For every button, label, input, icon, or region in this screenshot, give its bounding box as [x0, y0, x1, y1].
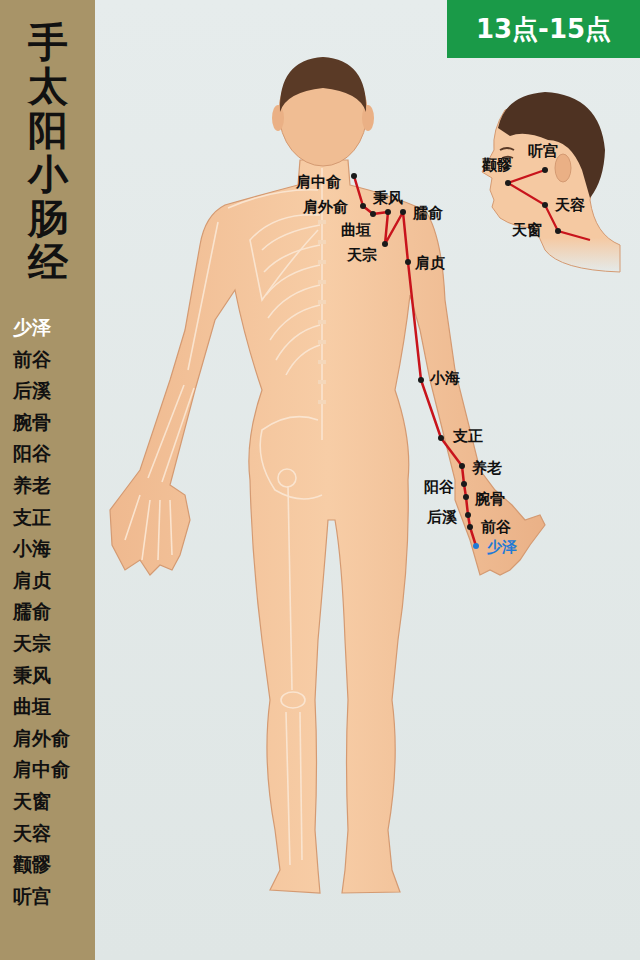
acupoint-label: 腕骨	[475, 491, 505, 508]
point-list-item: 腕骨	[13, 412, 51, 434]
point-list-item: 秉风	[13, 665, 51, 687]
time-badge: 13点-15点	[447, 0, 640, 58]
head-inset	[482, 92, 620, 272]
point-list-item: 天宗	[13, 633, 51, 655]
side-band	[0, 0, 95, 960]
acupoint-label: 前谷	[481, 519, 511, 536]
acupoint-label: 后溪	[427, 509, 457, 526]
skeleton	[125, 168, 322, 865]
acupoint-label: 养老	[472, 460, 502, 477]
acupoint-label: 听宫	[528, 143, 558, 160]
acupoint-label: 秉风	[373, 190, 403, 207]
point-list-item: 曲垣	[13, 696, 51, 718]
acupoint-label: 天容	[555, 197, 585, 214]
acupoint-label: 曲垣	[341, 222, 371, 239]
ear	[272, 105, 284, 131]
point-list-item: 肩贞	[13, 570, 51, 592]
head	[279, 58, 367, 166]
acupoint-label: 天窗	[512, 222, 542, 239]
point-list-item: 小海	[13, 538, 51, 560]
hair	[280, 57, 366, 112]
point-list-item: 肩外俞	[13, 728, 70, 750]
point-list-item: 肩中俞	[13, 759, 70, 781]
acupoint-label: 臑俞	[413, 205, 443, 222]
ear	[362, 105, 374, 131]
point-list-item: 听宫	[13, 886, 51, 908]
acupoint-label: 少泽	[487, 539, 517, 556]
point-list-item: 前谷	[13, 349, 51, 371]
point-list-item: 阳谷	[13, 443, 51, 465]
acupoint-label: 肩外俞	[303, 199, 348, 216]
time-text: 13点-15点	[476, 12, 611, 47]
body-figure	[110, 160, 545, 893]
acupoint-label: 支正	[453, 428, 483, 445]
chart-title: 手太阳小肠经	[28, 20, 68, 284]
acupoint-label: 肩贞	[415, 255, 445, 272]
point-list-item: 养老	[13, 475, 51, 497]
acupoint-label: 小海	[430, 370, 460, 387]
point-list-item: 后溪	[13, 380, 51, 402]
point-list-item: 天容	[13, 823, 51, 845]
acupoint-label: 阳谷	[424, 479, 454, 496]
point-list-item: 天窗	[13, 791, 51, 813]
acupoint-label: 颧髎	[482, 157, 512, 174]
meridian-line	[354, 176, 476, 546]
point-list-item: 颧髎	[13, 854, 51, 876]
point-list-item: 臑俞	[13, 601, 51, 623]
point-list-item: 支正	[13, 507, 51, 529]
point-list-item: 少泽	[13, 317, 51, 339]
acupoint-label: 肩中俞	[296, 174, 341, 191]
acupoint-label: 天宗	[347, 247, 377, 264]
